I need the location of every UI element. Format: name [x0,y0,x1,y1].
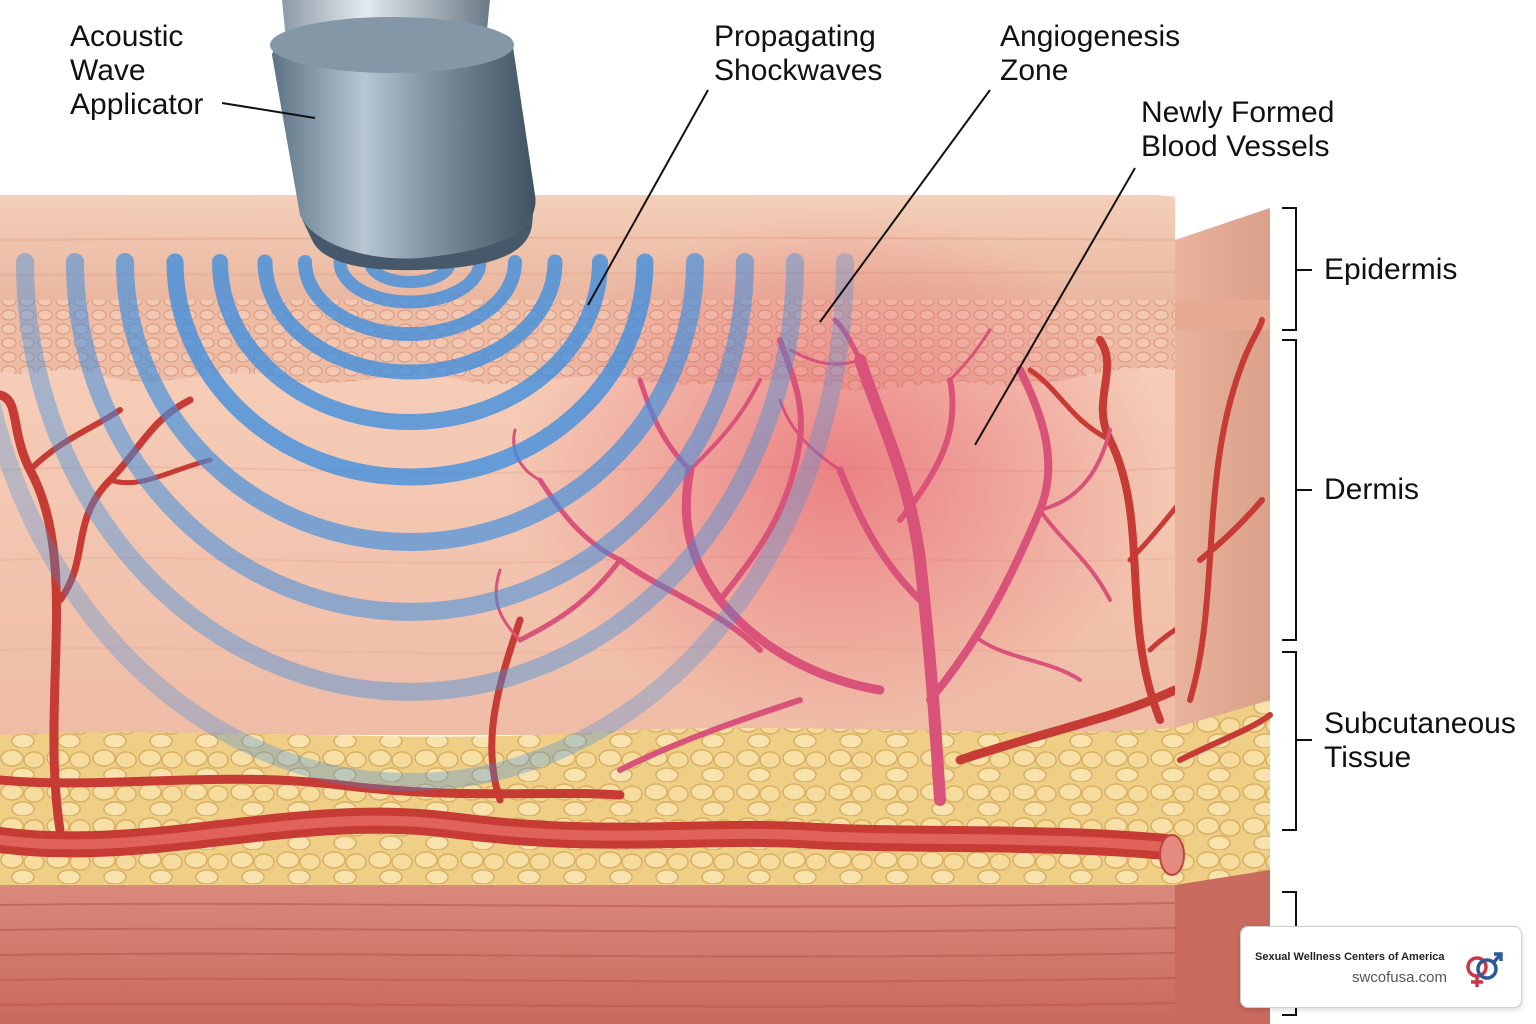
label-dermis: Dermis [1324,473,1419,506]
acoustic-wave-applicator [270,0,536,271]
label-angiogenesis-zone: Angiogenesis Zone [1000,20,1181,87]
brand-badge: Sexual Wellness Centers of America swcof… [1240,926,1522,1008]
new-blood-vessels [494,317,1112,806]
existing-blood-vessels [0,336,1175,861]
label-newly-formed-blood-vessels: Newly Formed Blood Vessels [1141,96,1335,163]
layer-brackets [1282,207,1312,1016]
label-epidermis: Epidermis [1324,253,1458,286]
shockwaves [0,253,854,791]
badge-organization: Sexual Wellness Centers of America [1255,951,1445,963]
tissue-block-side [1159,208,1273,1024]
label-acoustic-wave-applicator: Acoustic Wave Applicator [70,20,204,121]
tissue-block-front [0,195,1175,1024]
gender-symbols-logo-icon [1466,952,1503,987]
badge-website[interactable]: swcofusa.com [1351,969,1447,986]
label-subcutaneous-tissue: Subcutaneous Tissue [1324,707,1516,774]
label-propagating-shockwaves: Propagating Shockwaves [714,20,883,87]
leader-lines [221,89,1136,446]
